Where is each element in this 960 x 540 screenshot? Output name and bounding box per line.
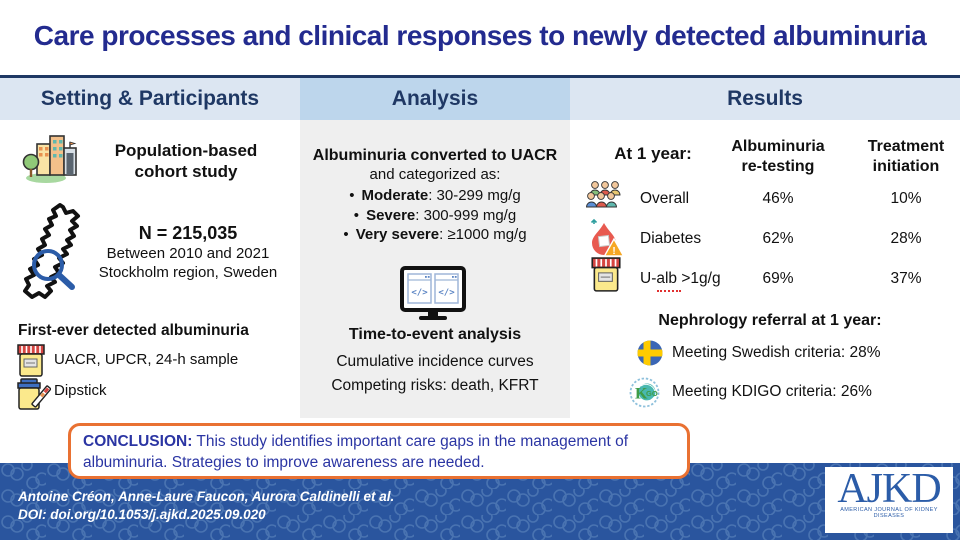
referral-item-label: Meeting KDIGO criteria: 26% — [672, 383, 872, 400]
results-row-label: Diabetes — [640, 230, 702, 247]
footer-authors: Antoine Créon, Anne-Laure Faucon, Aurora… — [18, 489, 395, 504]
retesting-value: 46% — [762, 190, 794, 207]
urine-cup-icon — [591, 257, 621, 292]
detection-item-label: Dipstick — [54, 382, 107, 399]
study-type-line1: Population-based — [114, 141, 258, 160]
svg-text:</>: </> — [438, 288, 455, 298]
column-header-setting: Setting & Participants — [40, 87, 260, 110]
bullet-icon: • — [343, 226, 349, 243]
results-row-label: U-alb >1g/g — [640, 270, 721, 287]
initiation-value: 10% — [890, 190, 922, 207]
footer-doi: DOI: doi.org/10.1053/j.ajkd.2025.09.020 — [18, 507, 266, 522]
study-type-line2: cohort study — [134, 162, 238, 181]
tte-line1: Cumulative incidence curves — [336, 353, 534, 370]
page-title: Care processes and clinical responses to… — [33, 20, 927, 51]
svg-text:!: ! — [612, 246, 615, 257]
study-type-text: Population-based cohort study — [86, 140, 286, 182]
conclusion-text: This study identifies important care gap… — [83, 433, 629, 471]
category-item: •Very severe: ≥1000 mg/g — [343, 226, 527, 243]
results-row-label: Overall — [640, 190, 690, 207]
city-icon — [22, 135, 77, 183]
cohort-period: Between 2010 and 2021 — [106, 245, 270, 262]
kdigo-icon: K GO — [629, 377, 660, 408]
bullet-icon: • — [353, 206, 360, 224]
analysis-conversion-sub: and categorized as: — [369, 166, 501, 183]
initiation-value: 28% — [890, 230, 922, 247]
spellcheck-underline — [657, 289, 681, 292]
conclusion-box: CONCLUSION: This study identifies import… — [68, 423, 690, 479]
column-header-results: Results — [727, 87, 803, 110]
category-item: •Severe: 300-999 mg/g — [353, 206, 517, 224]
detection-item-label: UACR, UPCR, 24-h sample — [54, 351, 239, 368]
detection-heading: First-ever detected albuminuria — [18, 322, 249, 339]
retesting-value: 62% — [762, 230, 794, 247]
referral-heading: Nephrology referral at 1 year: — [658, 312, 882, 329]
column-header-analysis: Analysis — [391, 87, 479, 110]
referral-item-label: Meeting Swedish criteria: 28% — [672, 344, 881, 361]
initiation-value: 37% — [890, 270, 922, 287]
svg-text:</>: </> — [411, 288, 428, 298]
crowd-icon — [586, 181, 621, 208]
sweden-flag-icon — [637, 340, 663, 366]
ajkd-logo-text: AJKD — [837, 466, 941, 512]
tte-line2: Competing risks: death, KFRT — [331, 377, 539, 394]
category-item: •Moderate: 30-299 mg/g — [349, 187, 521, 204]
cohort-n: N = 215,035 — [138, 223, 238, 243]
cohort-text: N = 215,035 Between 2010 and 2021 Stockh… — [88, 222, 288, 282]
analysis-conversion-heading: Albuminuria converted to UACR — [312, 147, 558, 164]
retesting-value: 69% — [762, 270, 794, 287]
results-col-initiation: Treatment initiation — [867, 138, 945, 175]
cohort-region: Stockholm region, Sweden — [98, 264, 278, 281]
dipstick-jar-icon — [17, 378, 51, 410]
ajkd-logo-subtext: AMERICAN JOURNAL OF KIDNEY DISEASES — [840, 507, 938, 519]
bullet-icon: • — [349, 187, 355, 204]
tte-heading: Time-to-event analysis — [348, 326, 522, 343]
svg-text:GO: GO — [646, 389, 658, 398]
results-col-retesting: Albuminuria re-testing — [731, 138, 825, 175]
conclusion-label: CONCLUSION: — [83, 433, 193, 450]
ajkd-logo: AJKD AMERICAN JOURNAL OF KIDNEY DISEASES — [825, 467, 953, 533]
albuminuria-category-list: •Moderate: 30-299 mg/g •Severe: 300-999 … — [310, 186, 560, 245]
results-row-header: At 1 year: — [614, 144, 692, 163]
monitor-icon: </> </> — [400, 266, 466, 320]
diabetes-icon: ! — [590, 218, 624, 257]
svg-text:K: K — [635, 386, 648, 403]
magnifier-icon — [32, 249, 64, 281]
urine-sample-jar-icon — [17, 344, 45, 377]
header-divider — [0, 75, 960, 78]
sweden-map-icon — [23, 203, 80, 299]
analysis-header-highlight — [300, 78, 570, 120]
